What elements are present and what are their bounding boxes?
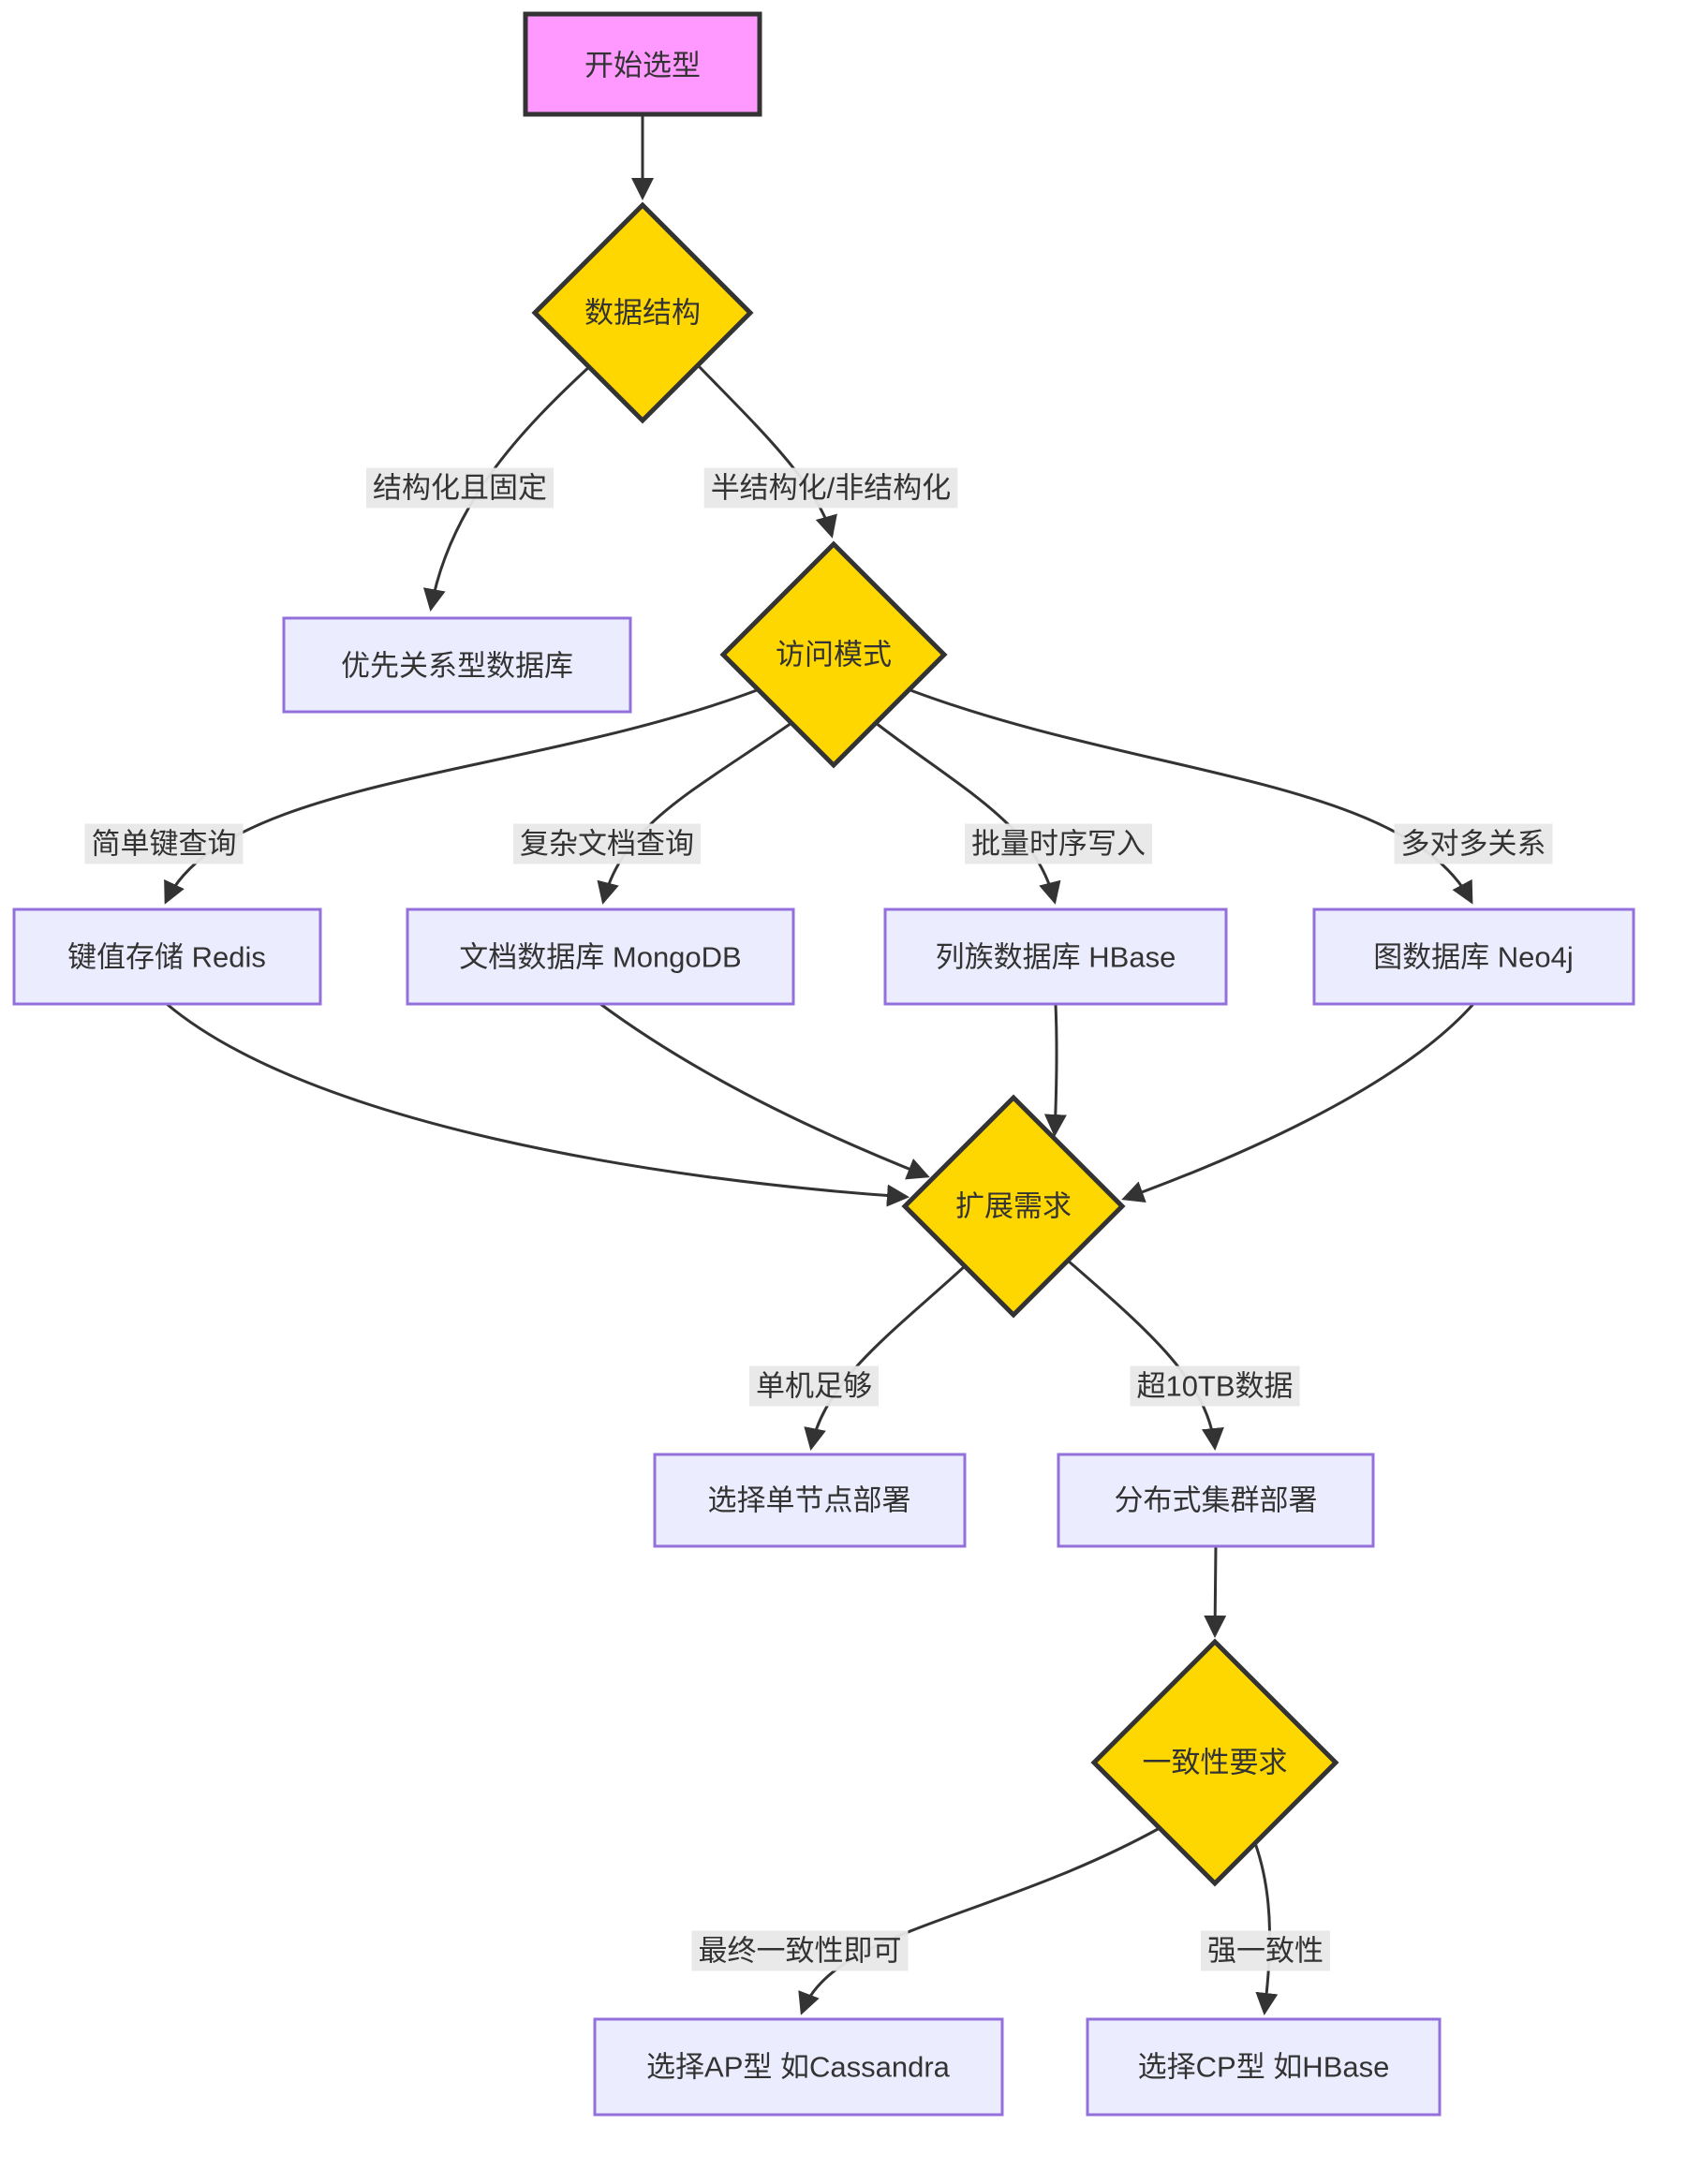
edge-label-text: 复杂文档查询 [520,828,694,861]
edge-label-bg [1394,823,1553,864]
edges [164,114,1475,2015]
edge-label-semi-unstructured: 半结构化/非结构化 [703,467,958,509]
edge-consistency-to-ap [798,1826,1161,2015]
node-mongodb-label: 文档数据库 MongoDB [459,941,741,974]
node-start: 开始选型 [523,11,762,117]
edge-label-text: 多对多关系 [1401,828,1546,861]
edge-neo4j-to-scaling [1121,1003,1475,1203]
edge-label-text: 结构化且固定 [373,472,547,505]
node-cp-type: 选择CP型 如HBase [1086,2017,1442,2117]
edge-access-pattern-to-hbase [875,721,1061,905]
node-scaling-shape [901,1094,1126,1319]
node-mongodb: 文档数据库 MongoDB [406,908,795,1006]
edge-label-text: 半结构化/非结构化 [711,472,952,505]
node-decision-data-structure: 数据结构 [531,201,754,424]
node-start-label: 开始选型 [584,50,701,82]
edge-label-bg [749,1365,879,1407]
edge-label-bg [366,467,554,509]
edge-scaling-to-single-node [804,1264,967,1451]
node-scaling-label: 扩展需求 [955,1190,1072,1223]
edge-mongodb-to-scaling [599,1002,930,1180]
edge-label-bg [691,1930,909,1971]
node-cp-type-shape [1086,2017,1442,2117]
nodes: 开始选型 数据结构 优先关系型数据库 访问模式 键值存储 Redis 文档数据库… [12,11,1635,2117]
edge-label-bg [513,823,701,864]
node-ap-type-shape [593,2017,1004,2117]
node-single-node: 选择单节点部署 [653,1453,967,1548]
node-start-shape [523,11,762,117]
node-consistency-label: 一致性要求 [1143,1747,1288,1779]
node-neo4j: 图数据库 Neo4j [1312,908,1635,1006]
edge-label-bg [84,823,244,864]
edge-data-structure-to-access-pattern [696,363,837,539]
node-data-structure-shape [531,201,754,424]
edge-label-structured-fixed: 结构化且固定 [366,467,554,509]
edge-label-text: 简单键查询 [92,828,237,861]
node-data-structure-label: 数据结构 [584,297,701,330]
edge-label-strong-consistency: 强一致性 [1201,1930,1330,1971]
edge-label-bg [1201,1930,1330,1971]
edge-scaling-to-distributed [1067,1259,1224,1451]
edge-label-complex-doc-query: 复杂文档查询 [513,823,701,864]
node-decision-consistency: 一致性要求 [1090,1638,1339,1887]
node-consistency-shape [1090,1638,1339,1887]
edge-consistency-to-cp [1253,1842,1279,2015]
node-single-node-shape [653,1453,967,1548]
edge-label-text: 强一致性 [1207,1935,1324,1968]
edge-label-text: 超10TB数据 [1136,1370,1293,1403]
edge-label-single-machine-enough: 单机足够 [749,1365,879,1407]
edge-label-eventual-consistency-ok: 最终一致性即可 [691,1930,909,1971]
edge-label-many-to-many: 多对多关系 [1394,823,1553,864]
edge-labels: 结构化且固定 半结构化/非结构化 简单键查询 复杂文档查询 批量时序写入 多对多… [84,467,1553,1971]
edge-label-text: 批量时序写入 [971,828,1146,861]
node-decision-scaling: 扩展需求 [901,1094,1126,1319]
edge-access-pattern-to-redis [164,688,758,905]
edge-access-pattern-to-neo4j [910,688,1473,905]
node-neo4j-label: 图数据库 Neo4j [1373,941,1574,974]
node-access-pattern-shape [719,540,948,769]
edge-label-bg [1130,1365,1300,1407]
node-single-node-label: 选择单节点部署 [708,1484,911,1517]
node-access-pattern-label: 访问模式 [776,639,892,671]
node-relational: 优先关系型数据库 [282,616,632,714]
edge-label-batch-timeseries-write: 批量时序写入 [965,823,1152,864]
node-hbase-shape [883,908,1228,1006]
edge-hbase-to-scaling [1043,1003,1067,1137]
node-redis-shape [12,908,322,1006]
edge-label-simple-key-query: 简单键查询 [84,823,244,864]
node-decision-access-pattern: 访问模式 [719,540,948,769]
edge-label-over-10tb: 超10TB数据 [1130,1365,1300,1407]
node-redis-label: 键值存储 Redis [67,941,266,974]
node-distributed-label: 分布式集群部署 [1115,1484,1318,1517]
node-relational-shape [282,616,632,714]
node-relational-label: 优先关系型数据库 [341,650,573,683]
node-ap-type-label: 选择AP型 如Cassandra [646,2051,951,2084]
node-hbase: 列族数据库 HBase [883,908,1228,1006]
node-ap-type: 选择AP型 如Cassandra [593,2017,1004,2117]
node-redis: 键值存储 Redis [12,908,322,1006]
node-distributed-shape [1057,1453,1375,1548]
node-distributed: 分布式集群部署 [1057,1453,1375,1548]
node-hbase-label: 列族数据库 HBase [936,941,1176,974]
edge-access-pattern-to-mongodb [597,721,792,905]
node-cp-type-label: 选择CP型 如HBase [1138,2051,1390,2084]
edge-label-bg [965,823,1152,864]
edge-label-text: 单机足够 [756,1370,872,1403]
edge-distributed-to-consistency [1204,1545,1227,1638]
edge-redis-to-scaling [166,1002,910,1207]
edge-label-bg [703,467,958,509]
node-mongodb-shape [406,908,795,1006]
edge-label-text: 最终一致性即可 [699,1935,902,1968]
node-neo4j-shape [1312,908,1635,1006]
